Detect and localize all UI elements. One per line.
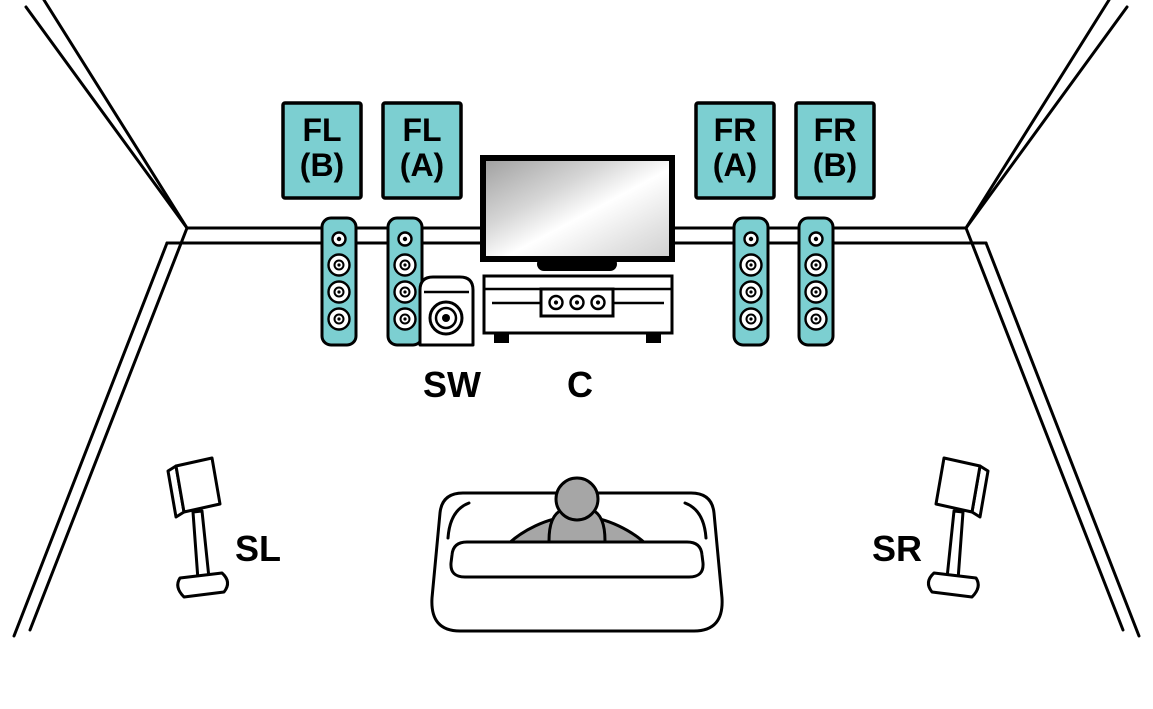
subwoofer-cone-ring bbox=[434, 306, 458, 330]
room-corner-right-outer bbox=[964, 5, 1129, 230]
subwoofer-cone-dot bbox=[442, 314, 450, 322]
surround-speaker-right bbox=[926, 456, 990, 599]
tower-speaker-fr-b bbox=[797, 216, 835, 347]
subwoofer-label: SW bbox=[423, 364, 481, 405]
tv-cabinet bbox=[482, 274, 674, 343]
label-fl-b-line2: (B) bbox=[300, 147, 344, 183]
floor-edge-left-outer bbox=[28, 226, 189, 632]
sofa bbox=[430, 476, 724, 633]
sofa-arm-right-line bbox=[683, 501, 708, 540]
tv bbox=[480, 155, 675, 271]
cabinet-foot-right bbox=[646, 333, 661, 343]
tower-speaker-fl-b bbox=[320, 216, 358, 347]
sofa-seat-cushion bbox=[449, 540, 705, 579]
label-fr-a-line2: (A) bbox=[713, 147, 757, 183]
cabinet-foot-left bbox=[494, 333, 509, 343]
label-fr-a-line1: FR bbox=[714, 112, 757, 148]
label-box-fl-a bbox=[381, 101, 463, 200]
center-speaker bbox=[539, 287, 615, 318]
sofa-arm-left-line bbox=[446, 501, 471, 540]
label-box-fr-a bbox=[694, 101, 776, 200]
label-fr-b-line2: (B) bbox=[813, 147, 857, 183]
label-front-right-b: FR (B) bbox=[794, 101, 876, 200]
label-fl-a-line2: (A) bbox=[400, 147, 444, 183]
room-corner-left-inner bbox=[42, 0, 189, 230]
label-front-right-a: FR (A) bbox=[694, 101, 776, 200]
tower-speaker-fr-a bbox=[732, 216, 770, 347]
label-box-fr-b bbox=[794, 101, 876, 200]
floor-edge-left-inner bbox=[12, 241, 169, 638]
center-driver-dot bbox=[595, 300, 601, 305]
tower-speaker-fl-a bbox=[386, 216, 424, 347]
center-driver-dot bbox=[553, 300, 559, 305]
room-corner-right-inner bbox=[964, 0, 1111, 230]
room-corner-left-outer bbox=[24, 5, 189, 230]
floor-edge-right-outer bbox=[964, 226, 1125, 632]
tv-stand bbox=[537, 257, 617, 271]
surround-left-label: SL bbox=[235, 528, 281, 569]
label-fl-a-line1: FL bbox=[402, 112, 441, 148]
surround-speaker-left bbox=[166, 456, 230, 599]
label-fr-b-line1: FR bbox=[814, 112, 857, 148]
tv-screen bbox=[480, 155, 675, 262]
label-front-left-b: FL (B) bbox=[281, 101, 363, 200]
floor-edge-right-inner bbox=[984, 241, 1141, 638]
label-box-fl-b bbox=[281, 101, 363, 200]
subwoofer bbox=[418, 275, 475, 347]
label-front-left-a: FL (A) bbox=[381, 101, 463, 200]
center-label: C bbox=[567, 364, 593, 405]
surround-right-label: SR bbox=[872, 528, 922, 569]
label-fl-b-line1: FL bbox=[302, 112, 341, 148]
center-driver-dot bbox=[574, 300, 580, 305]
person-head bbox=[554, 476, 600, 522]
